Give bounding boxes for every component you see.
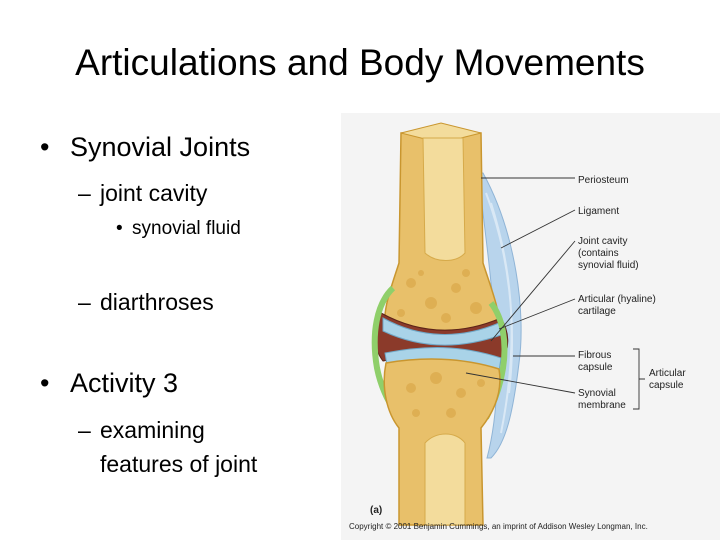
label-joint-cavity-3: synovial fluid) [578,260,639,271]
subbullet-text: examining features of joint [100,417,258,477]
articular-capsule-bracket [633,348,645,410]
leader-joint-cavity [490,240,576,342]
label-periosteum: Periosteum [578,175,629,186]
label-articular-capsule-2: capsule [649,380,684,391]
synovial-joint-diagram: Periosteum Ligament Joint cavity (contai… [349,122,686,531]
subbullet-text: diarthroses [100,289,214,315]
spongy-bone-texture-lower [406,372,485,418]
spongy-bone-texture [397,269,482,323]
label-fibrous-capsule-2: capsule [578,362,613,373]
label-articular-capsule-1: Articular [649,368,686,379]
label-ligament: Ligament [578,206,619,217]
label-fibrous-capsule-1: Fibrous [578,350,611,361]
leader-synovial-membrane [465,372,576,394]
label-articular-cartilage-2: cartilage [578,306,616,317]
bullet-text: Activity 3 [70,368,179,398]
medullary-cavity-upper [422,137,466,261]
dash-marker: – [78,417,91,443]
label-synovial-membrane-1: Synovial [578,388,616,399]
bullet-text: Synovial Joints [70,132,251,162]
copyright-text: Copyright © 2001 Benjamin Cummings, an i… [349,522,648,531]
dash-marker: – [78,289,91,315]
label-panel: (a) [370,505,382,516]
label-joint-cavity-1: Joint cavity [578,236,627,247]
bullet-marker: • [40,368,50,398]
slide-title: Articulations and Body Movements [75,42,645,83]
subsubbullet-text: synovial fluid [132,218,241,239]
label-joint-cavity-2: (contains [578,248,619,259]
label-synovial-membrane-2: membrane [578,400,626,411]
dash-marker: – [78,180,91,206]
synovial-joint-figure: Periosteum Ligament Joint cavity (contai… [341,113,720,540]
medullary-cavity-lower [424,433,466,526]
leader-articular-cartilage [498,298,576,330]
label-articular-cartilage-1: Articular (hyaline) [578,294,656,305]
subbullet-text: joint cavity [100,180,208,206]
bullet-marker: • [40,132,50,162]
ligament-fibers [485,192,514,434]
bullet-marker: • [116,218,123,239]
leader-ligament [500,209,576,249]
